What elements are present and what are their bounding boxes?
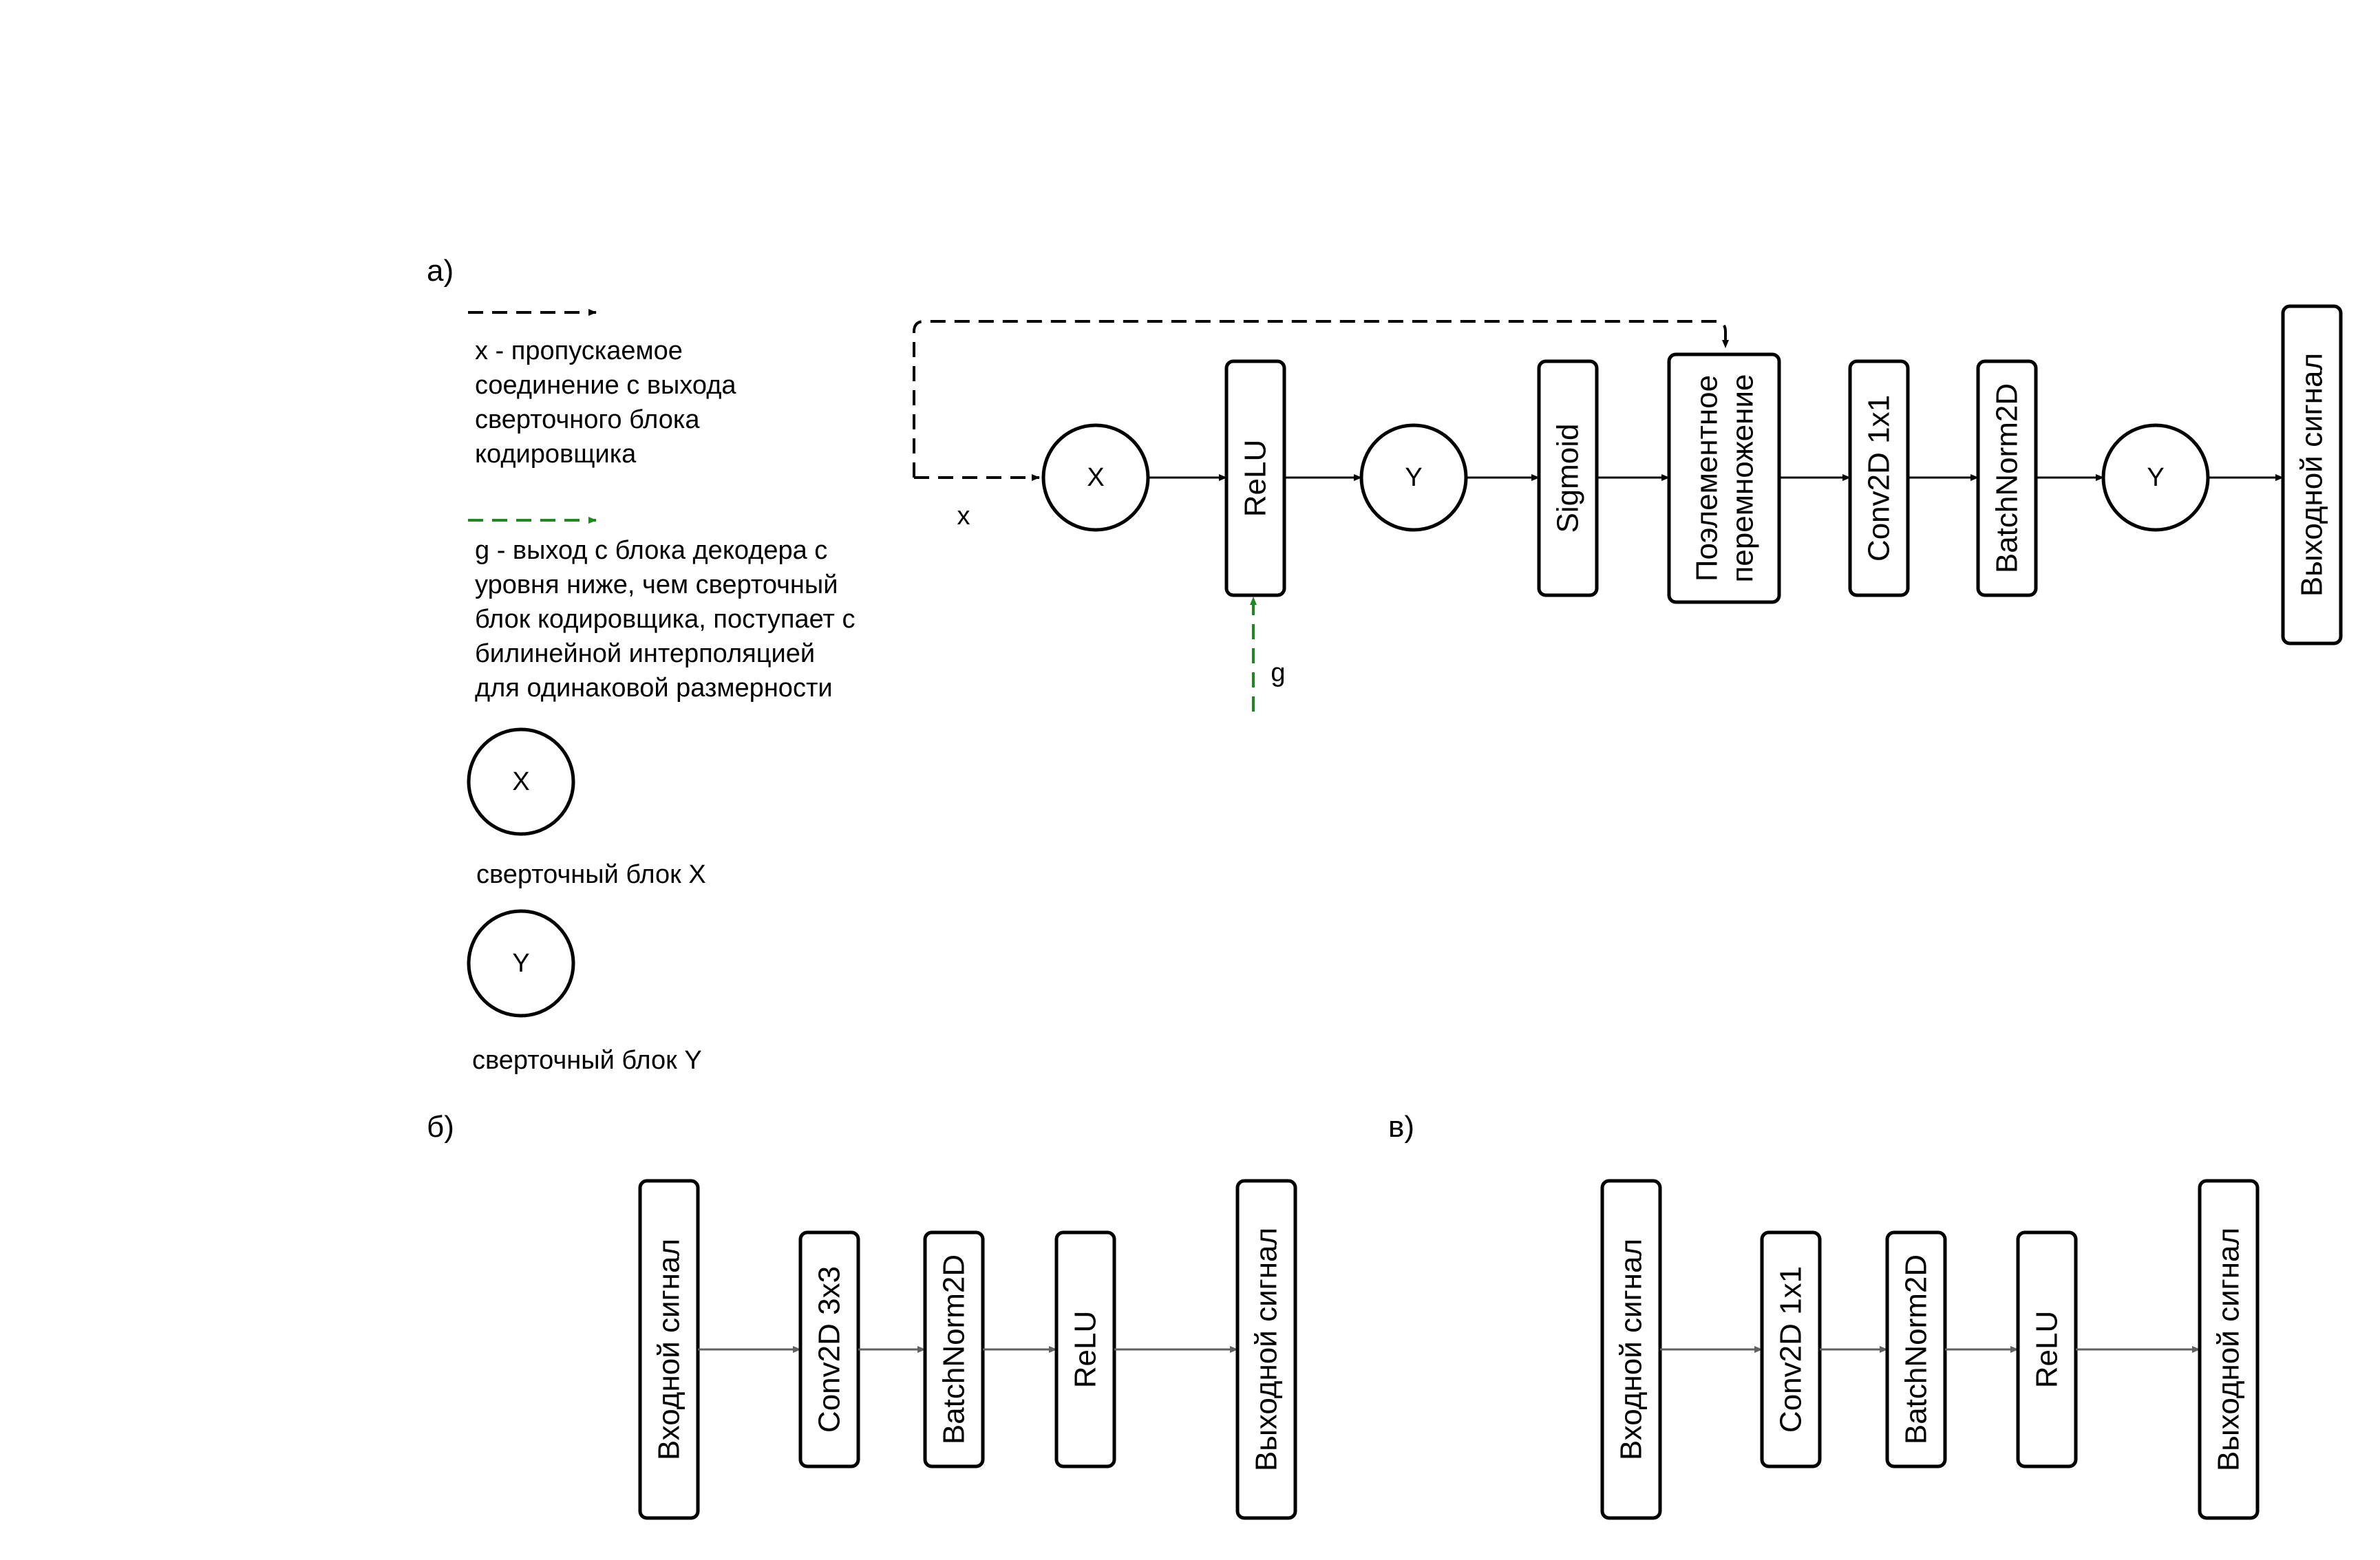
c-relu-label: ReLU	[2030, 1311, 2064, 1389]
legend-x-line-4: кодировщика	[475, 440, 637, 469]
skip-connection-top	[913, 320, 1729, 478]
c-conv-label: Conv2D 1x1	[1774, 1266, 1808, 1433]
legend-circle-x-caption: сверточный блок X	[476, 860, 706, 889]
c-output-label: Выходной сигнал	[2212, 1228, 2246, 1471]
legend-g-line-5: для одинаковой размерности	[475, 674, 833, 703]
c-batchnorm-label: BatchNorm2D	[1900, 1254, 1933, 1444]
legend-circle-y-caption: сверточный блок Y	[472, 1046, 702, 1075]
multiply-label-line-1: Поэлементное	[1690, 375, 1724, 581]
legend-g-line-3: блок кодировщика, поступает с	[475, 605, 855, 634]
multiply-label-line-2: перемножение	[1726, 374, 1760, 582]
legend-circle-x	[467, 727, 575, 836]
x-label: x	[957, 502, 970, 531]
panel-c: в) Входной сигнал Conv2D 1x1 BatchNorm2D…	[1388, 1110, 2260, 1520]
panel-c-label: в)	[1388, 1110, 1414, 1144]
g-label: g	[1271, 659, 1285, 687]
panel-a-label: а)	[427, 254, 454, 288]
b-output-node	[1235, 1179, 1297, 1520]
b-output-label: Выходной сигнал	[1250, 1228, 1284, 1471]
conv-block-x-label: X	[1087, 463, 1104, 492]
legend-g-line-2: уровня ниже, чем сверточный	[475, 570, 838, 599]
c-input-label: Входной сигнал	[1615, 1239, 1648, 1460]
b-batchnorm-label: BatchNorm2D	[937, 1254, 971, 1444]
multiply-node	[1667, 352, 1781, 604]
b-relu-label: ReLU	[1069, 1311, 1103, 1389]
legend: x - пропускаемое соединение с выхода све…	[467, 309, 855, 1075]
b-conv-label: Conv2D 3x3	[813, 1266, 847, 1433]
conv-block-y-2-label: Y	[2147, 463, 2164, 492]
batchnorm-label: BatchNorm2D	[1990, 383, 2024, 573]
legend-circle-y-label: Y	[512, 949, 529, 978]
relu-label: ReLU	[1239, 440, 1273, 517]
legend-g-line-4: билинейной интерполяцией	[475, 639, 815, 668]
legend-circle-y	[467, 909, 575, 1018]
panel-b: б) Входной сигнал Conv2D 3x3 BatchNorm2D…	[427, 1110, 1297, 1520]
c-output-node	[2198, 1179, 2260, 1520]
panel-b-label: б)	[427, 1110, 454, 1144]
legend-x-line-3: сверточного блока	[475, 405, 700, 434]
output-label: Выходной сигнал	[2295, 353, 2329, 597]
legend-g-line-1: g - выход с блока декодера с	[475, 536, 827, 565]
legend-circle-x-label: X	[512, 767, 529, 796]
panel-a: а) x - пропускаемое соединение с выхода …	[427, 254, 2343, 1075]
conv-1x1-label: Conv2D 1x1	[1862, 395, 1896, 562]
b-input-label: Входной сигнал	[652, 1239, 686, 1460]
sigmoid-label: Sigmoid	[1551, 424, 1585, 533]
legend-x-line-1: x - пропускаемое	[475, 336, 683, 365]
legend-x-line-2: соединение с выхода	[475, 371, 736, 400]
output-node	[2281, 304, 2343, 645]
conv-block-y-1-label: Y	[1405, 463, 1422, 492]
